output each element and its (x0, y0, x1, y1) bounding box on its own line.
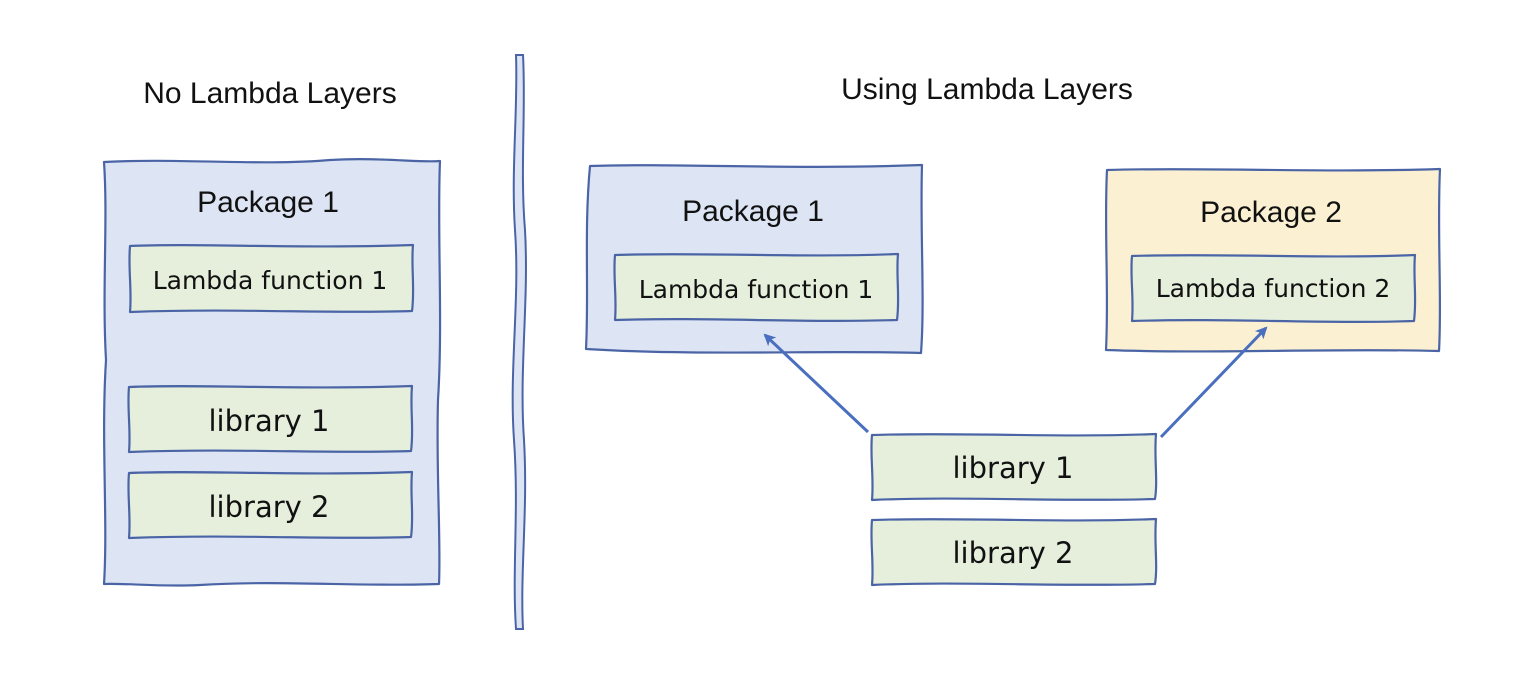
left-lambda-function-1-label: Lambda function 1 (153, 266, 388, 295)
left-lambda-function-1: Lambda function 1 (128, 243, 415, 314)
right-package-2-title: Package 2 (1200, 196, 1342, 229)
right-lambda-function-1: Lambda function 1 (613, 252, 900, 322)
right-lambda-function-1-label: Lambda function 1 (639, 275, 874, 304)
left-lambda-function-1-box (128, 243, 415, 314)
right-lambda-function-2: Lambda function 2 (1130, 253, 1417, 323)
right-lambda-function-2-box (1130, 253, 1417, 323)
right-panel-title: Using Lambda Layers (841, 73, 1133, 106)
panel-divider (511, 54, 527, 630)
arrow-library-to-package-2 (1159, 326, 1268, 439)
right-package-2: Package 2 Lambda function 2 (1104, 167, 1442, 353)
arrow-library-to-package-1 (763, 333, 870, 434)
right-lambda-function-1-box (613, 252, 900, 322)
right-library-1-box (870, 432, 1158, 502)
right-library-1-label: library 1 (953, 451, 1074, 485)
right-lambda-function-2-label: Lambda function 2 (1156, 274, 1391, 303)
left-library-1-label: library 1 (209, 404, 330, 438)
left-panel: No Lambda Layers Package 1 Lambda functi… (102, 77, 442, 587)
left-library-2-box (127, 470, 414, 540)
left-panel-title: No Lambda Layers (143, 77, 396, 110)
right-library-2-box (870, 517, 1158, 587)
left-library-2: library 2 (127, 470, 414, 540)
left-library-1-box (127, 384, 414, 454)
left-package-1: Package 1 Lambda function 1 library 1 li… (102, 158, 442, 587)
left-package-1-title: Package 1 (197, 186, 339, 219)
right-library-1: library 1 (870, 432, 1158, 502)
left-library-2-label: library 2 (209, 490, 330, 524)
right-library-2-label: library 2 (953, 536, 1074, 570)
right-package-1: Package 1 Lambda function 1 (584, 163, 924, 355)
right-panel: Using Lambda Layers Package 1 Lambda fun… (584, 73, 1442, 587)
right-package-1-title: Package 1 (682, 195, 824, 228)
right-library-2: library 2 (870, 517, 1158, 587)
left-library-1: library 1 (127, 384, 414, 454)
